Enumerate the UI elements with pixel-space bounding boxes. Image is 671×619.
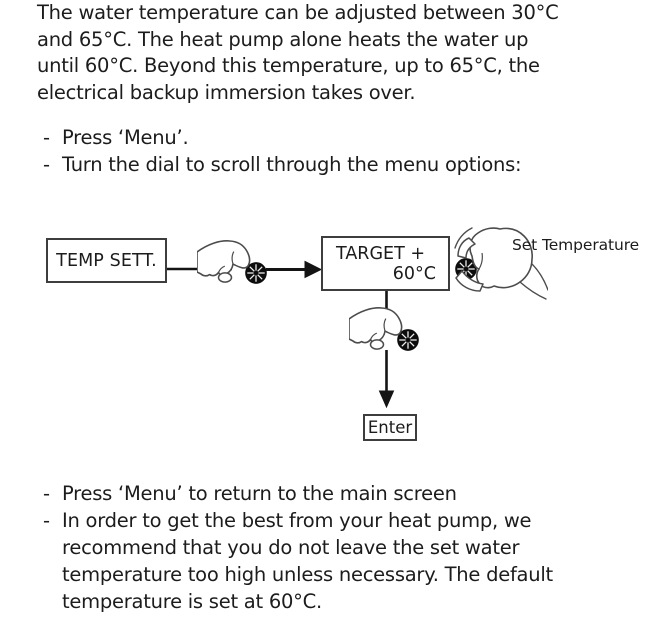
bullet-text: Turn the dial to scroll through the menu… [62,153,522,176]
bullet-dash: - [43,153,50,176]
list-item: - In order to get the best from your hea… [43,507,553,615]
bullet-dash: - [43,126,50,149]
bullet-text: temperature is set at 60°C. [62,590,322,613]
list-item: - Press ‘Menu’. [43,124,521,151]
press-dial-icon [197,231,277,295]
target-label: TARGET + [336,243,425,264]
intro-paragraph: The water temperature can be adjusted be… [37,0,559,106]
press-dial-icon [349,298,429,362]
bullet-dash: - [43,509,50,532]
enter-box: Enter [363,414,417,441]
intro-line: electrical backup immersion takes over. [37,80,416,104]
intro-line: The water temperature can be adjusted be… [37,1,559,24]
arrowhead-down [378,390,395,409]
arrowhead-right [304,260,323,279]
instructions-bottom: - Press ‘Menu’ to return to the main scr… [43,480,553,615]
bullet-text: In order to get the best from your heat … [62,509,532,532]
temp-sett-box: TEMP SETT. [46,238,167,283]
intro-line: and 65°C. The heat pump alone heats the … [37,27,529,51]
set-temperature-label: Set Temperature [512,236,640,254]
enter-label: Enter [367,418,413,437]
temp-sett-label: TEMP SETT. [56,250,157,271]
intro-line: until 60°C. Beyond this temperature, up … [37,54,540,77]
target-box: TARGET + 60°C [321,236,450,291]
instructions-top: - Press ‘Menu’. - Turn the dial to scrol… [43,124,522,178]
target-value: 60°C [392,263,436,284]
bullet-text: temperature too high unless necessary. T… [62,563,553,586]
list-item: - Press ‘Menu’ to return to the main scr… [43,480,553,507]
bullet-text: recommend that you do not leave the set … [62,536,520,559]
turn-dial-icon [454,227,548,300]
bullet-text: Press ‘Menu’ to return to the main scree… [62,482,457,505]
bullet-text: Press ‘Menu’. [62,126,189,149]
list-item: - Turn the dial to scroll through the me… [43,151,522,178]
bullet-dash: - [43,482,50,505]
